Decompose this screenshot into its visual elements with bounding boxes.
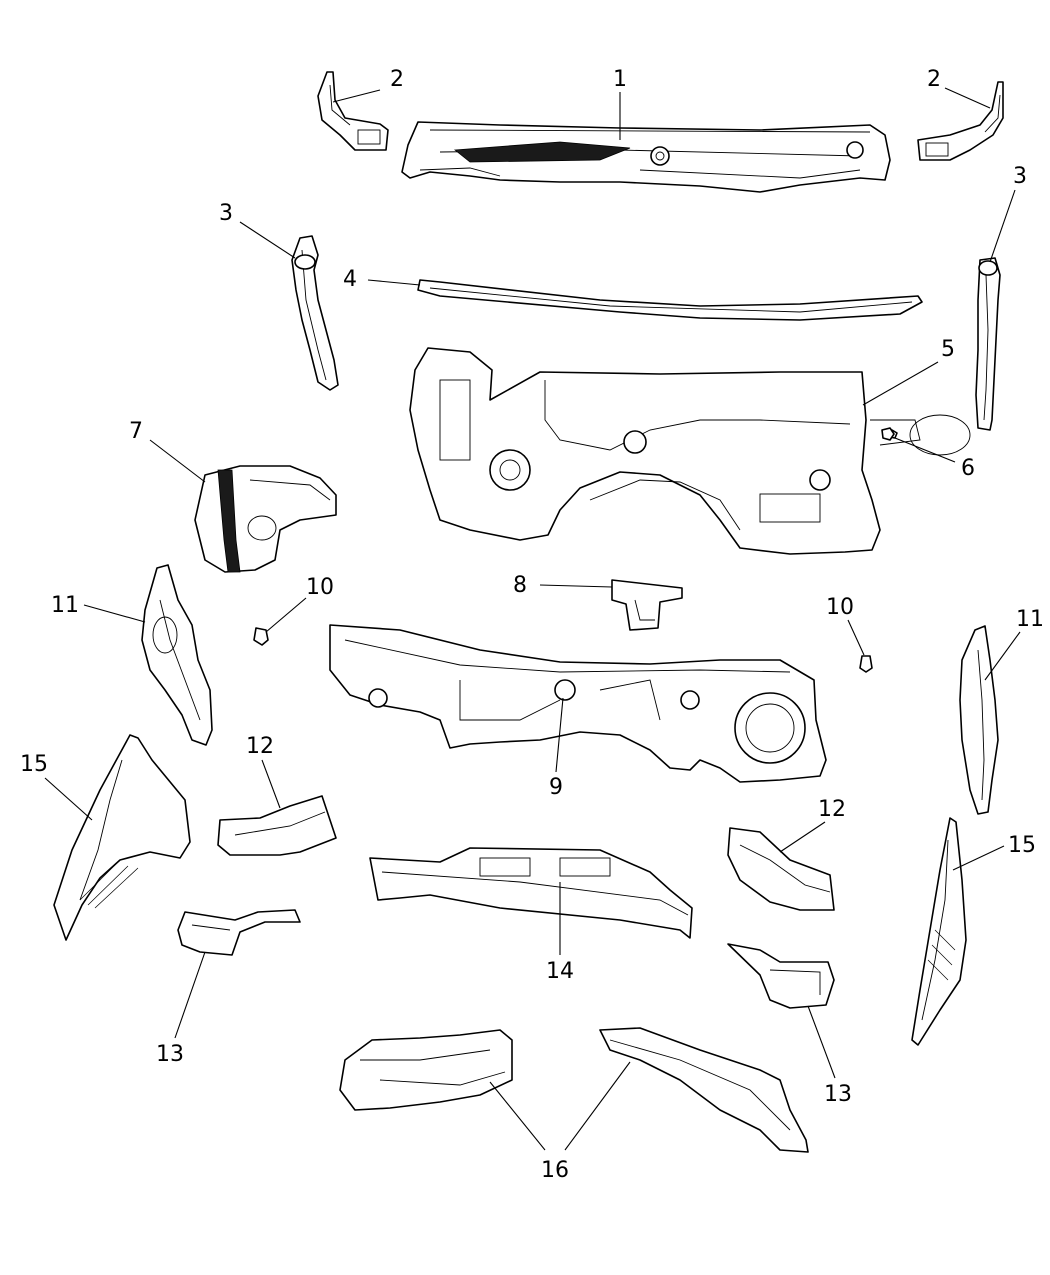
leader-10b — [847, 619, 865, 656]
callout-3-left: 3 — [219, 201, 233, 226]
part-2-left-bracket — [317, 71, 389, 151]
leader-11a — [83, 604, 146, 623]
leader-15a — [44, 777, 93, 821]
part-1-cowl-panel — [401, 121, 891, 193]
callout-12-left: 12 — [246, 734, 274, 759]
part-12-right-tray — [727, 827, 835, 911]
leader-15b — [952, 845, 1005, 871]
part-10-clip-left — [253, 627, 269, 646]
part-7-silencer-block — [194, 465, 337, 573]
leader-12a — [261, 759, 281, 809]
callout-13-right: 13 — [824, 1082, 852, 1107]
callout-11-right: 11 — [1016, 607, 1044, 632]
leader-2b — [944, 87, 991, 109]
part-8-bracket — [611, 579, 683, 631]
part-13-right-bracket — [727, 943, 835, 1009]
callout-1: 1 — [613, 67, 627, 92]
callout-13-left: 13 — [156, 1042, 184, 1067]
leader-7 — [149, 439, 206, 483]
leader-9 — [555, 697, 564, 773]
callout-10-left: 10 — [306, 575, 334, 600]
callout-9: 9 — [549, 775, 563, 800]
leader-6 — [894, 437, 956, 463]
callout-14: 14 — [546, 959, 574, 984]
part-13-left-bracket — [177, 909, 301, 956]
callouts: 1 2 2 3 3 4 5 6 7 8 9 10 10 11 11 12 12 … — [20, 67, 1044, 1183]
callout-6: 6 — [961, 456, 975, 481]
part-4-seal-strip — [417, 279, 923, 321]
leader-4 — [367, 279, 421, 286]
callout-15-right: 15 — [1008, 833, 1036, 858]
leader-13b — [807, 1005, 836, 1079]
part-11-right-panel — [959, 625, 999, 815]
part-15-right-panel — [911, 817, 967, 1046]
leader-3b — [989, 189, 1016, 263]
leader-8 — [539, 584, 613, 588]
callout-10-right: 10 — [826, 595, 854, 620]
leader-16b — [564, 1061, 631, 1151]
leader-11b — [984, 631, 1021, 681]
part-12-left-tray — [217, 795, 337, 856]
leader-5 — [862, 361, 939, 406]
callout-12-right: 12 — [818, 797, 846, 822]
part-3-left-channel — [291, 235, 339, 391]
leader-lines — [44, 87, 1021, 1151]
part-6-clip — [881, 427, 895, 441]
callout-7: 7 — [129, 419, 143, 444]
callout-4: 4 — [343, 267, 357, 292]
callout-5: 5 — [941, 337, 955, 362]
leader-16a — [489, 1081, 546, 1151]
part-3-right-channel — [975, 257, 1001, 431]
callout-11-left: 11 — [51, 593, 79, 618]
leader-12b — [779, 821, 826, 853]
callout-2-left: 2 — [390, 67, 404, 92]
part-15-left-panel — [53, 734, 191, 941]
leader-2a — [332, 89, 381, 103]
part-2-right-bracket — [917, 81, 1004, 161]
leader-13a — [174, 951, 206, 1039]
callout-2-right: 2 — [927, 67, 941, 92]
part-16-left-rail — [339, 1029, 513, 1111]
callout-15-left: 15 — [20, 752, 48, 777]
part-5-dash-silencer — [409, 347, 971, 555]
leader-10a — [265, 597, 307, 633]
callout-8: 8 — [513, 573, 527, 598]
part-14-crossmember — [369, 847, 693, 939]
callout-3-right: 3 — [1013, 164, 1027, 189]
part-10-clip-right — [859, 655, 873, 673]
part-11-left-panel — [141, 564, 213, 746]
leader-3a — [239, 221, 296, 259]
part-16-right-rail — [599, 1027, 809, 1153]
callout-16: 16 — [541, 1158, 569, 1183]
part-9-dash-insulator — [329, 624, 827, 783]
